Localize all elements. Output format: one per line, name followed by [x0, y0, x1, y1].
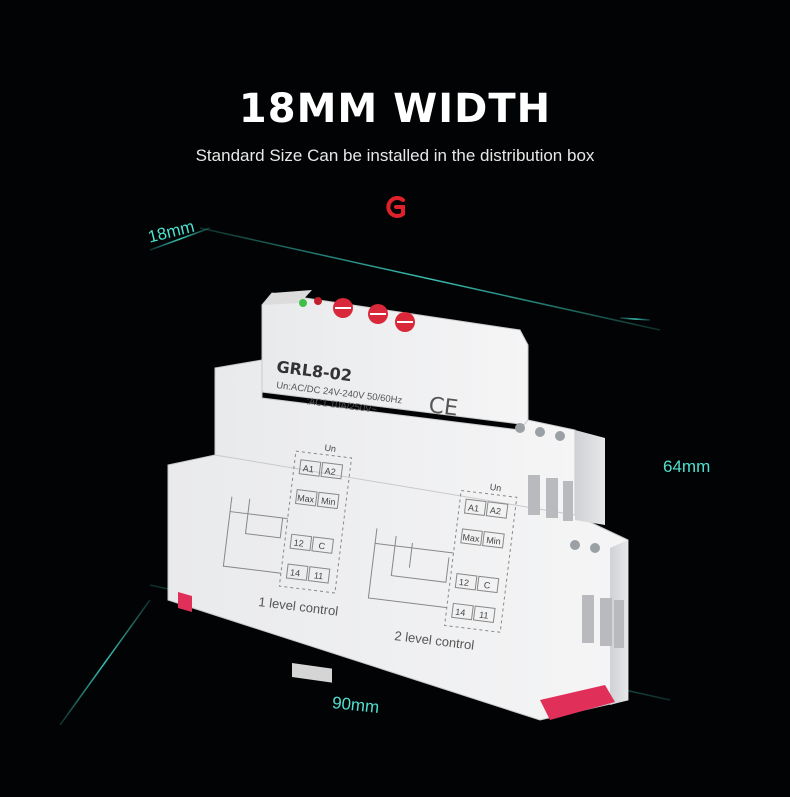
- terminal-14-label: 14: [455, 607, 466, 618]
- terminal-12-label: 12: [458, 577, 469, 588]
- terminal-min-label: Min: [320, 496, 336, 508]
- brand-g-logo-icon: [386, 196, 405, 218]
- length-dimension-label: 90mm: [331, 693, 380, 717]
- din-clip: [178, 592, 192, 612]
- terminal-a1-label: A1: [468, 502, 480, 513]
- terminal-screw-slot: [563, 481, 573, 521]
- terminal-a2-label: A2: [324, 466, 336, 477]
- terminal-max-label: Max: [462, 532, 481, 544]
- wiring-diagram-right: [367, 489, 518, 633]
- terminal-un-label: Un: [489, 482, 502, 493]
- adjust-knob-1[interactable]: [333, 298, 353, 318]
- terminal-screw-slot: [614, 600, 624, 648]
- height-dimension-label: 64mm: [663, 457, 710, 476]
- terminal-14-label: 14: [290, 567, 301, 578]
- ce-mark: CE: [427, 393, 459, 421]
- terminal-un-label: Un: [324, 443, 337, 454]
- power-led-icon: [299, 299, 307, 307]
- page-subtitle: Standard Size Can be installed in the di…: [195, 146, 595, 165]
- wiring-diagram-left: [222, 450, 353, 594]
- terminal-screw-slot: [582, 595, 594, 643]
- terminal-max-label: Max: [297, 493, 316, 505]
- terminal-a2-label: A2: [489, 505, 501, 516]
- terminal-c-label: C: [483, 580, 491, 591]
- relay-led-icon: [314, 297, 322, 305]
- terminal-min-label: Min: [486, 535, 502, 547]
- terminal-screw-slot: [546, 478, 558, 518]
- terminal-a1-label: A1: [302, 463, 314, 474]
- terminal-screw-slot: [600, 598, 612, 646]
- terminal-12-label: 12: [293, 538, 304, 549]
- terminal-11-label: 11: [313, 570, 323, 581]
- page-title: 18MM WIDTH: [238, 86, 552, 132]
- terminal-11-label: 11: [479, 610, 489, 621]
- adjust-knob-2[interactable]: [368, 304, 388, 324]
- din-clip: [540, 685, 615, 720]
- terminal-screw-slot: [528, 475, 540, 515]
- adjust-knob-3[interactable]: [395, 312, 415, 332]
- relay-device: GRL8-02 Un:AC/DC 24V-240V 50/60Hz :AC1 1…: [167, 290, 629, 721]
- terminal-c-label: C: [318, 541, 326, 552]
